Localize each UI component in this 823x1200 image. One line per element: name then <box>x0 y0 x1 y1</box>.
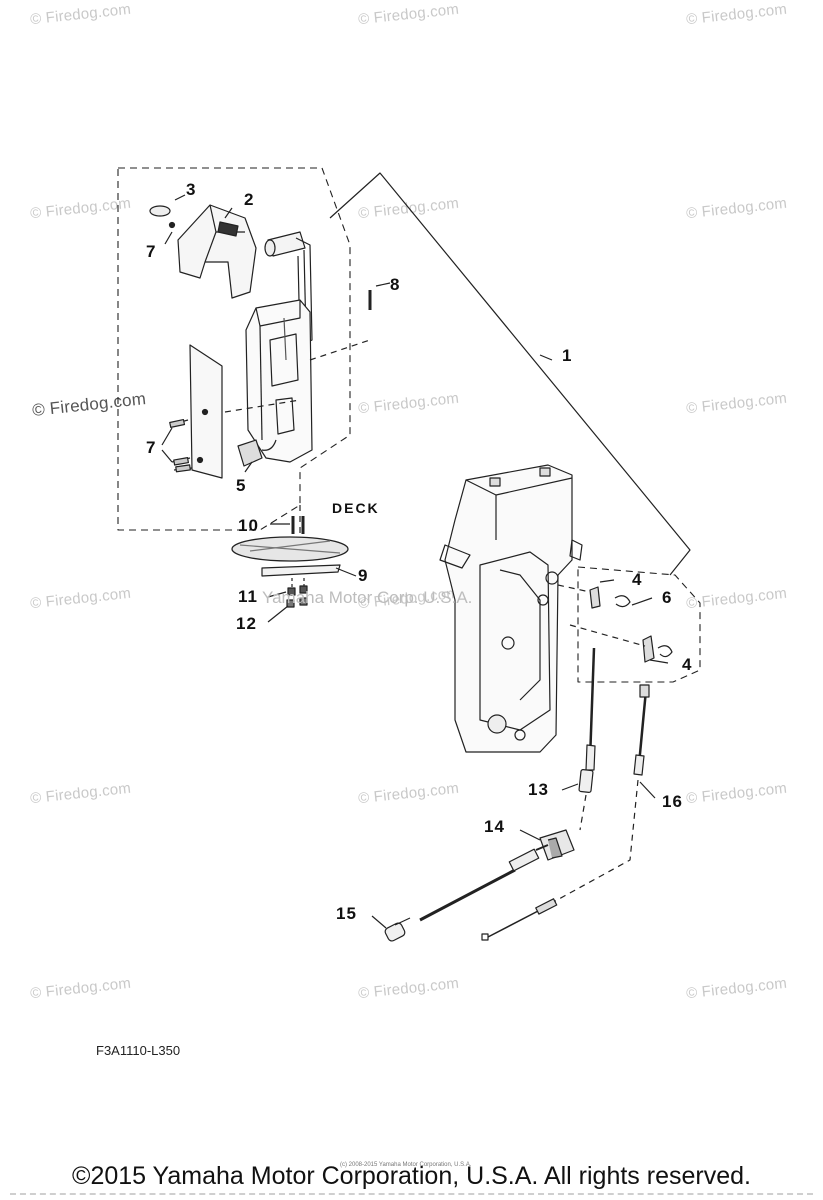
cable-end-part-16 <box>633 684 650 776</box>
bolt-part-10 <box>291 516 305 534</box>
copyright-notice: ©2015 Yamaha Motor Corporation, U.S.A. A… <box>72 1162 751 1190</box>
part-label-3: 3 <box>186 180 197 199</box>
part-label-16: 16 <box>662 792 683 811</box>
diagram-code: F3A1110-L350 <box>96 1043 181 1058</box>
deck-label: DECK <box>332 500 380 516</box>
adapter-part-14 <box>519 829 575 861</box>
cable-end-part-13 <box>578 647 596 793</box>
part-label-11: 11 <box>238 587 258 606</box>
lower-control-box <box>439 464 583 753</box>
bottom-divider <box>10 1193 813 1195</box>
screw-part-7 <box>168 221 176 229</box>
part-label-1: 1 <box>562 346 573 365</box>
nuts-part-11-12 <box>267 578 308 623</box>
part-label-10: 10 <box>238 516 259 535</box>
part-label-5: 5 <box>236 476 247 495</box>
cable-link-end <box>481 898 558 941</box>
group-outline-upper <box>117 167 351 531</box>
clip-part-6 <box>614 595 673 658</box>
grommet-part-3 <box>149 205 171 217</box>
leader-line-part-8 <box>375 282 391 287</box>
part-label-4: 4 <box>632 570 643 589</box>
clip-part-4 <box>589 586 655 663</box>
part-label-14: 14 <box>484 817 505 836</box>
part-label-8: 8 <box>390 275 401 294</box>
leader-line-part-1 <box>329 172 691 576</box>
corp-watermark: Yamaha Motor Corp. U.S.A. <box>262 588 473 607</box>
deck-plate-part-9 <box>231 536 349 577</box>
control-box-body <box>245 299 313 463</box>
part-label-2: 2 <box>244 190 255 209</box>
part-label-9: 9 <box>358 566 369 585</box>
part-label-6: 6 <box>662 588 673 607</box>
part-label-15: 15 <box>336 904 357 923</box>
part-label-7: 7 <box>146 242 157 261</box>
cable-part-15 <box>384 844 549 942</box>
switch-part-5 <box>237 439 277 467</box>
part-label-13: 13 <box>528 780 549 799</box>
group-outline-right <box>577 566 701 683</box>
screws-part-7 <box>169 418 193 473</box>
side-plate <box>189 344 223 479</box>
part-label-7: 7 <box>146 438 157 457</box>
cover-part-2 <box>177 204 257 299</box>
part-label-12: 12 <box>236 614 257 633</box>
tiny-copyright: (c) 2008-2015 Yamaha Motor Corporation, … <box>340 1162 472 1168</box>
part-label-4: 4 <box>682 655 693 674</box>
